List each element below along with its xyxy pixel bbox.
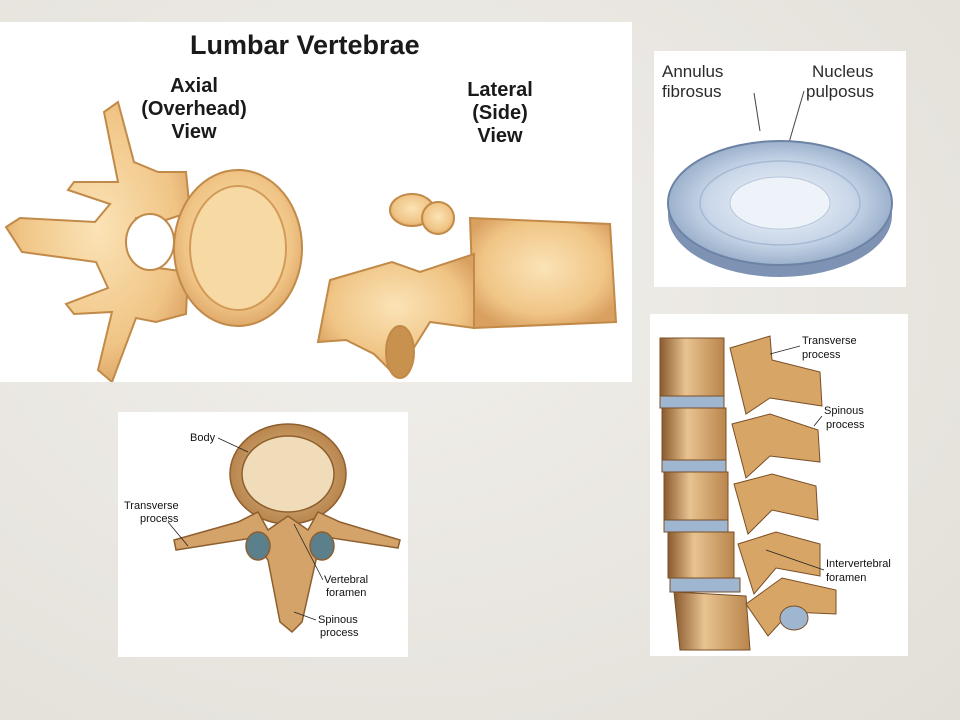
spinous-label-2: process	[320, 627, 359, 639]
intervertebral-leader	[765, 549, 825, 571]
disc-shape	[667, 140, 893, 277]
superior-view-panel: Body Transverse process Vertebral forame…	[118, 412, 408, 657]
lumbar-vertebrae-panel: Lumbar Vertebrae Axial (Overhead) View L…	[0, 22, 632, 382]
diagram-title: Lumbar Vertebrae	[190, 30, 420, 60]
transverse-label-2: process	[140, 513, 179, 525]
intervertebral-label-1: Intervertebral	[826, 558, 891, 570]
lumbar-column-panel: Transverse process Spinous process Inter…	[650, 314, 908, 656]
spinous-leader	[293, 611, 317, 621]
axial-view-label-3: View	[171, 121, 217, 143]
vertebral-foramen-leader	[293, 523, 324, 581]
axial-view-label-1: Axial	[170, 75, 218, 97]
axial-view-label-2: (Overhead)	[141, 98, 247, 120]
nucleus-label-2: pulposus	[806, 82, 874, 101]
annulus-label-2: fibrosus	[662, 82, 722, 101]
column-transverse-leader	[769, 345, 801, 355]
spinous-label-1: Spinous	[318, 614, 358, 626]
body-label: Body	[190, 432, 216, 444]
nucleus-label-1: Nucleus	[812, 62, 873, 81]
superior-vertebra	[173, 423, 401, 634]
body-leader	[217, 437, 249, 453]
lateral-view-label-1: Lateral	[467, 79, 533, 101]
axial-vertebra	[4, 100, 303, 382]
column-spinous-leader	[813, 415, 823, 427]
lateral-view-label-3: View	[477, 125, 523, 147]
transverse-leader	[167, 521, 189, 547]
transverse-label-1: Transverse	[124, 500, 179, 512]
lumbar-vertebrae-illustration: Lumbar Vertebrae Axial (Overhead) View L…	[4, 30, 618, 382]
column-transverse-label-2: process	[802, 349, 841, 361]
lateral-view-label-2: (Side)	[472, 102, 528, 124]
intervertebral-disc-illustration: Annulus fibrosus Nucleus pulposus	[662, 62, 893, 277]
vertebral-foramen-label-2: foramen	[326, 587, 366, 599]
superior-vertebra-illustration: Body Transverse process Vertebral forame…	[124, 423, 401, 639]
intervertebral-label-2: foramen	[826, 572, 866, 584]
column-transverse-label-1: Transverse	[802, 335, 857, 347]
lateral-vertebra	[316, 193, 618, 379]
column-spinous-label-2: process	[826, 419, 865, 431]
vertebral-column	[659, 335, 837, 651]
column-spinous-label-1: Spinous	[824, 405, 864, 417]
lumbar-column-illustration: Transverse process Spinous process Inter…	[659, 335, 891, 651]
annulus-label-1: Annulus	[662, 62, 723, 81]
vertebral-foramen-label-1: Vertebral	[324, 574, 368, 586]
annulus-leader	[753, 92, 761, 132]
intervertebral-disc-panel: Annulus fibrosus Nucleus pulposus	[654, 51, 906, 287]
